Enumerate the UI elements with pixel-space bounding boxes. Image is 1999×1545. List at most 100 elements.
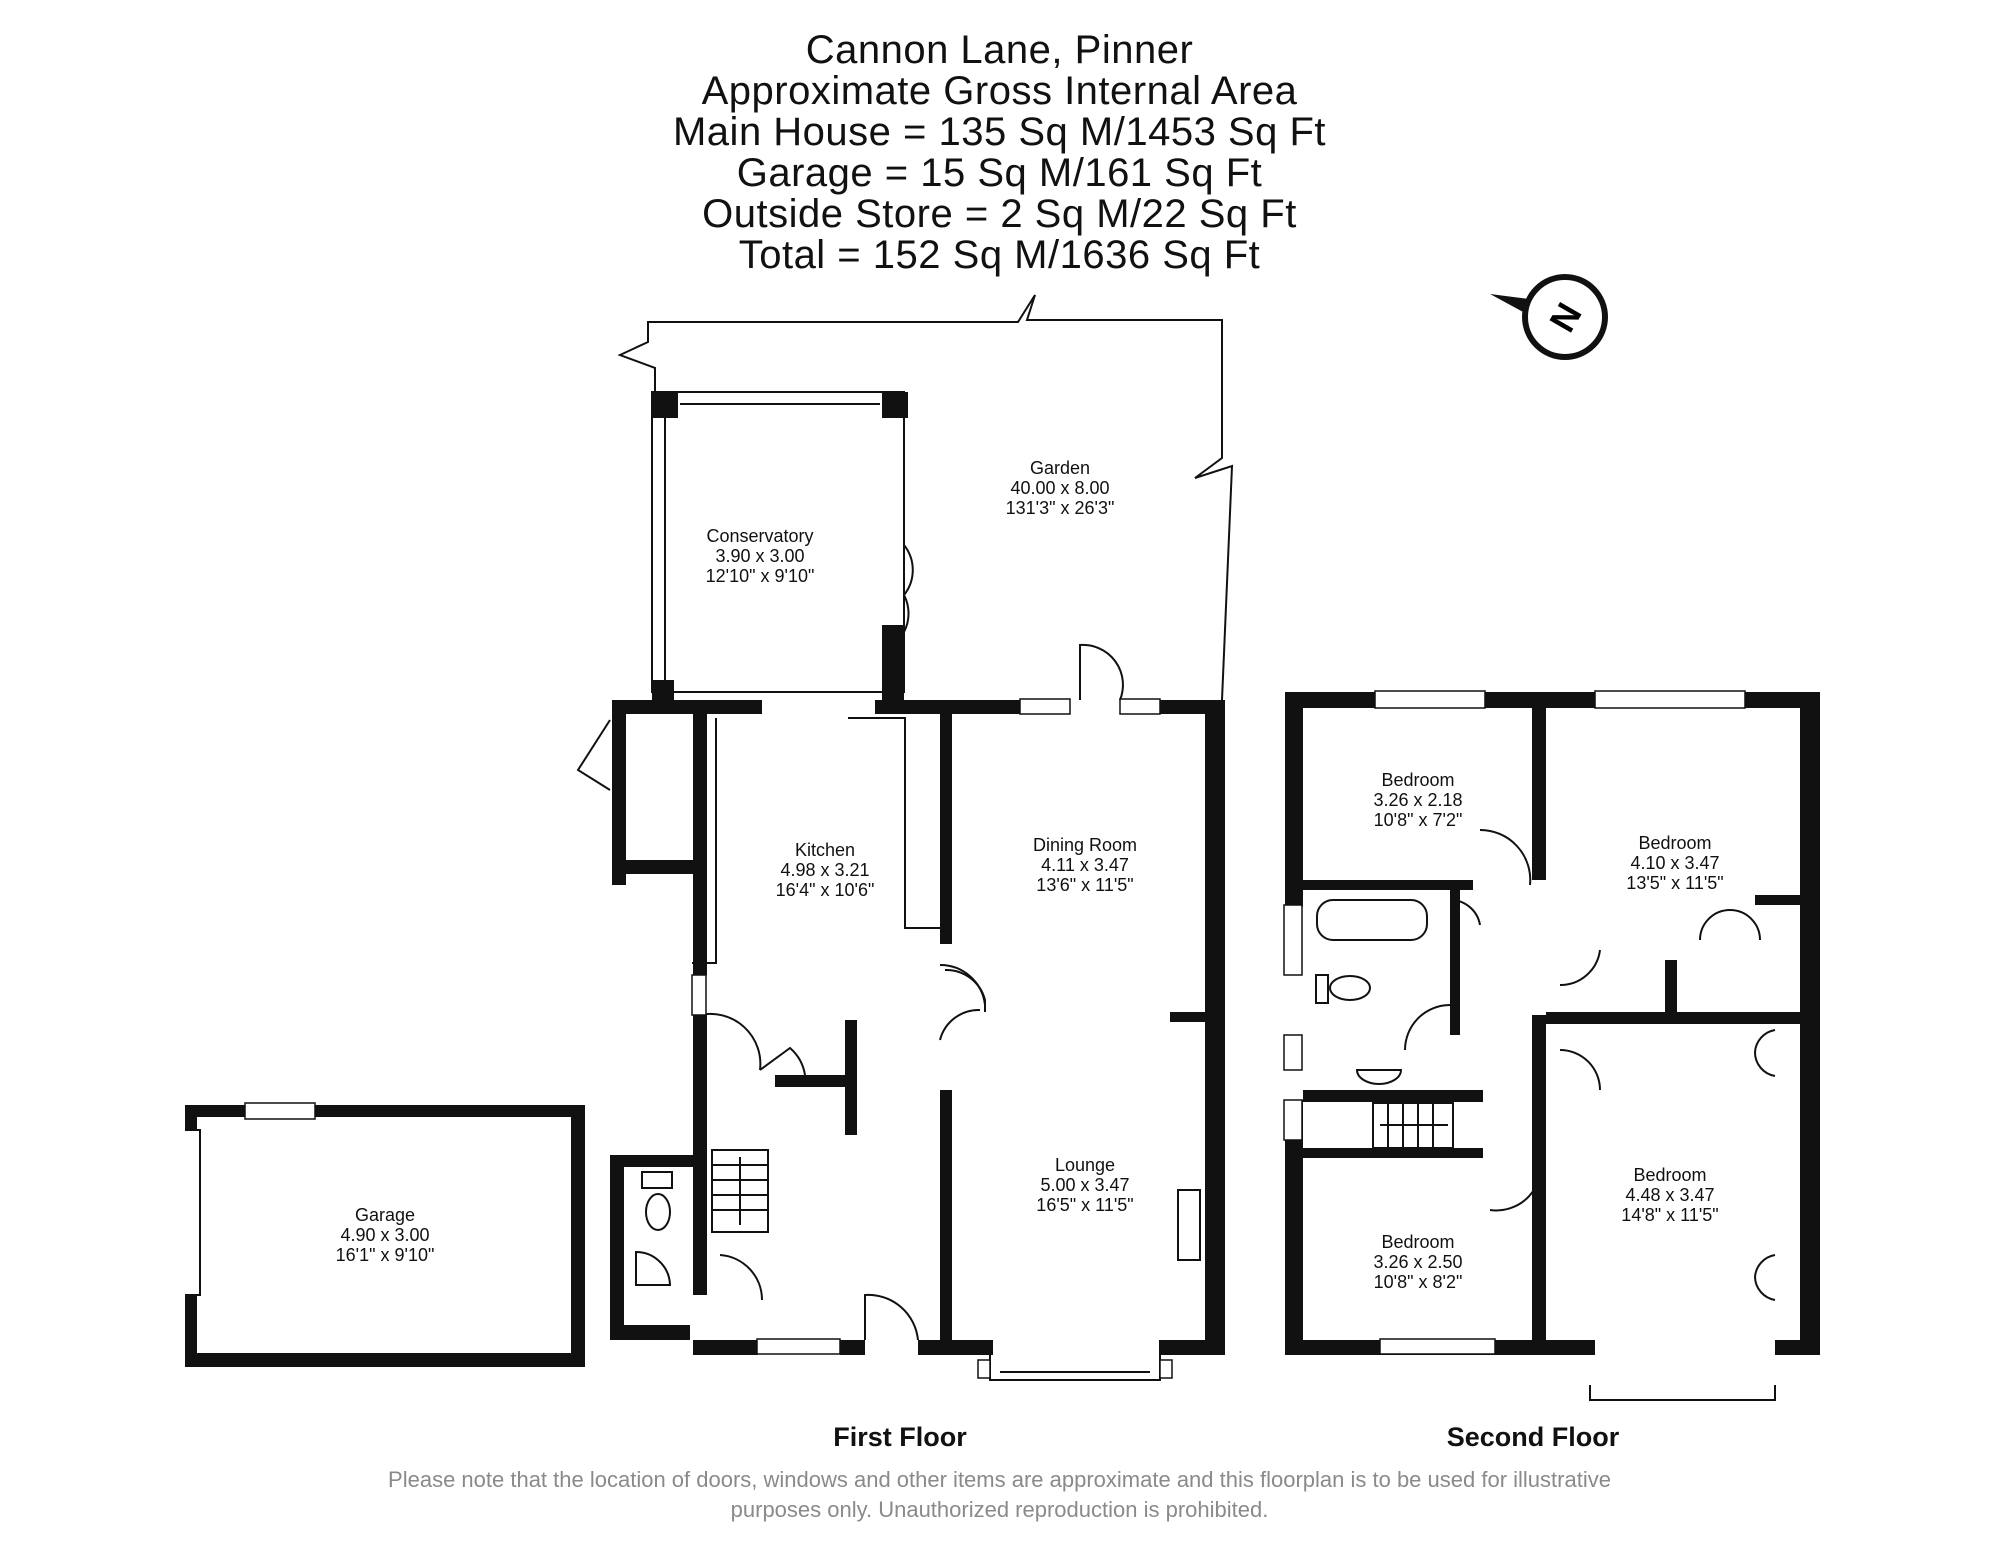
bath-wall-right: [1450, 890, 1460, 1035]
lounge-bay-window: [989, 1340, 1161, 1381]
room-name: Bedroom: [1381, 1232, 1455, 1252]
conservatory-corner-tl: [652, 392, 678, 418]
lounge-fireplace: [1177, 1189, 1201, 1261]
room-name: Conservatory: [706, 526, 814, 546]
room-metric: 4.48 x 3.47: [1625, 1185, 1715, 1205]
disclaimer-line-2: purposes only. Unauthorized reproduction…: [730, 1497, 1269, 1522]
garage-window: [244, 1102, 316, 1120]
room-label-bedroom-2: Bedroom 4.10 x 3.47 13'5" x 11'5": [1626, 833, 1723, 893]
landing-window: [1283, 1099, 1303, 1141]
room-metric: 4.98 x 3.21: [780, 860, 870, 880]
store-wall-left: [612, 700, 626, 885]
bed1-bed2-wall: [1532, 705, 1546, 880]
conservatory-french-door: [903, 544, 914, 633]
garage-wall-bottom: [185, 1353, 585, 1367]
bathtub: [1316, 899, 1428, 941]
bedroom4-door: [1559, 1049, 1601, 1091]
wc-wall-top: [610, 1155, 707, 1167]
bed3-window: [1379, 1338, 1496, 1355]
room-imperial: 10'8" x 7'2": [1373, 810, 1463, 830]
floorplan-header: Cannon Lane, Pinner Approximate Gross In…: [0, 30, 1999, 276]
room-name: Bedroom: [1638, 833, 1712, 853]
bed3-bed4-wall: [1532, 1015, 1546, 1345]
outside-store-door: [576, 719, 611, 791]
room-label-conservatory: Conservatory 3.90 x 3.00 12'10" x 9'10": [706, 526, 815, 586]
stairs-bed3-wall: [1303, 1148, 1483, 1158]
hall-wall-bottom-right: [918, 1340, 993, 1355]
bedroom1-door: [1479, 828, 1532, 886]
room-metric: 3.90 x 3.00: [715, 546, 805, 566]
room-imperial: 131'3" x 26'3": [1005, 498, 1115, 518]
dining-wall-top-left: [875, 700, 1035, 714]
room-name: Lounge: [1054, 1155, 1116, 1175]
bath-stairs-wall: [1303, 1090, 1483, 1102]
room-imperial: 16'5" x 11'5": [1036, 1195, 1134, 1215]
room-imperial: 13'6" x 11'5": [1036, 875, 1134, 895]
wc-wall-bottom: [610, 1325, 690, 1340]
second-floor-stairs: [1372, 1102, 1454, 1149]
garage-door: [185, 1129, 201, 1296]
bed2-window: [1594, 690, 1746, 709]
disclaimer-line-1: Please note that the location of doors, …: [388, 1467, 1611, 1492]
total-area: Total = 152 Sq M/1636 Sq Ft: [738, 233, 1261, 277]
bathroom-door: [1404, 1004, 1451, 1051]
room-label-bedroom-4: Bedroom 4.48 x 3.47 14'8" x 11'5": [1621, 1165, 1718, 1225]
kitchen-wall-left: [693, 710, 707, 975]
room-imperial: 14'8" x 11'5": [1621, 1205, 1719, 1225]
wardrobe-top-wall: [1755, 895, 1803, 905]
bathroom-basin: [1355, 1069, 1403, 1085]
wc-door: [719, 1254, 764, 1301]
kitchen-wall-top: [612, 700, 762, 714]
room-name: Bedroom: [1633, 1165, 1707, 1185]
wc-wall-left: [610, 1155, 624, 1340]
lounge-bay-side-left: [977, 1359, 991, 1379]
room-name: Bedroom: [1381, 770, 1455, 790]
room-label-dining-room: Dining Room 4.11 x 3.47 13'6" x 11'5": [1033, 835, 1137, 895]
garden-boundary: [617, 294, 1234, 701]
kitchen-window-side: [691, 974, 707, 1016]
dining-window-right: [1119, 698, 1161, 715]
room-metric: 40.00 x 8.00: [1010, 478, 1110, 498]
windows: [244, 690, 1746, 1379]
lounge-wall-bottom-right: [1160, 1340, 1225, 1355]
lounge-wall-right: [1205, 714, 1225, 1354]
room-imperial: 12'10" x 9'10": [705, 566, 815, 586]
disclaimer: Please note that the location of doors, …: [0, 1465, 1999, 1525]
first-floor-label: First Floor: [833, 1422, 967, 1452]
bedroom2-door: [1559, 949, 1601, 987]
room-label-garage: Garage 4.90 x 3.00 16'1" x 9'10": [336, 1205, 435, 1265]
room-metric: 3.26 x 2.50: [1373, 1252, 1463, 1272]
bath-window-lower: [1283, 1034, 1303, 1071]
room-label-kitchen: Kitchen 4.98 x 3.21 16'4" x 10'6": [776, 840, 875, 900]
hall-wall-bottom-mid: [840, 1340, 865, 1355]
kitchen-dining-wall: [940, 714, 952, 944]
dining-lounge-pier: [1170, 1012, 1205, 1022]
hall-window: [756, 1338, 841, 1355]
hall-lounge-wall: [940, 1090, 952, 1340]
room-metric: 4.11 x 3.47: [1041, 855, 1129, 875]
conservatory-outline: [651, 391, 905, 693]
room-label-bedroom-3: Bedroom 3.26 x 2.50 10'8" x 8'2": [1373, 1232, 1462, 1292]
lounge-bay-side-right: [1159, 1359, 1173, 1379]
room-metric: 4.10 x 3.47: [1630, 853, 1720, 873]
room-metric: 4.90 x 3.00: [340, 1225, 430, 1245]
wc-toilet: [645, 1193, 671, 1231]
wardrobe-wall: [1665, 960, 1677, 1015]
property-title: Cannon Lane, Pinner: [805, 28, 1194, 72]
second-floor-wall-left-lower: [1285, 1100, 1303, 1355]
first-floor-stairs: [711, 1149, 769, 1233]
bed1-bath-wall: [1303, 880, 1473, 890]
hall-door: [939, 963, 986, 1041]
garage-wall-left-bottom: [185, 1295, 197, 1365]
garage-wall-right: [571, 1105, 585, 1367]
room-name: Garden: [1029, 458, 1091, 478]
second-floor-wall-right: [1800, 692, 1820, 1354]
garage-wall-left-top: [185, 1105, 197, 1130]
room-metric: 5.00 x 3.47: [1040, 1175, 1130, 1195]
front-door: [864, 1293, 919, 1341]
room-name: Garage: [354, 1205, 416, 1225]
area-subtitle: Approximate Gross Internal Area: [701, 69, 1298, 113]
dining-garden-door: [1079, 643, 1124, 701]
room-imperial: 10'8" x 8'2": [1373, 1272, 1463, 1292]
